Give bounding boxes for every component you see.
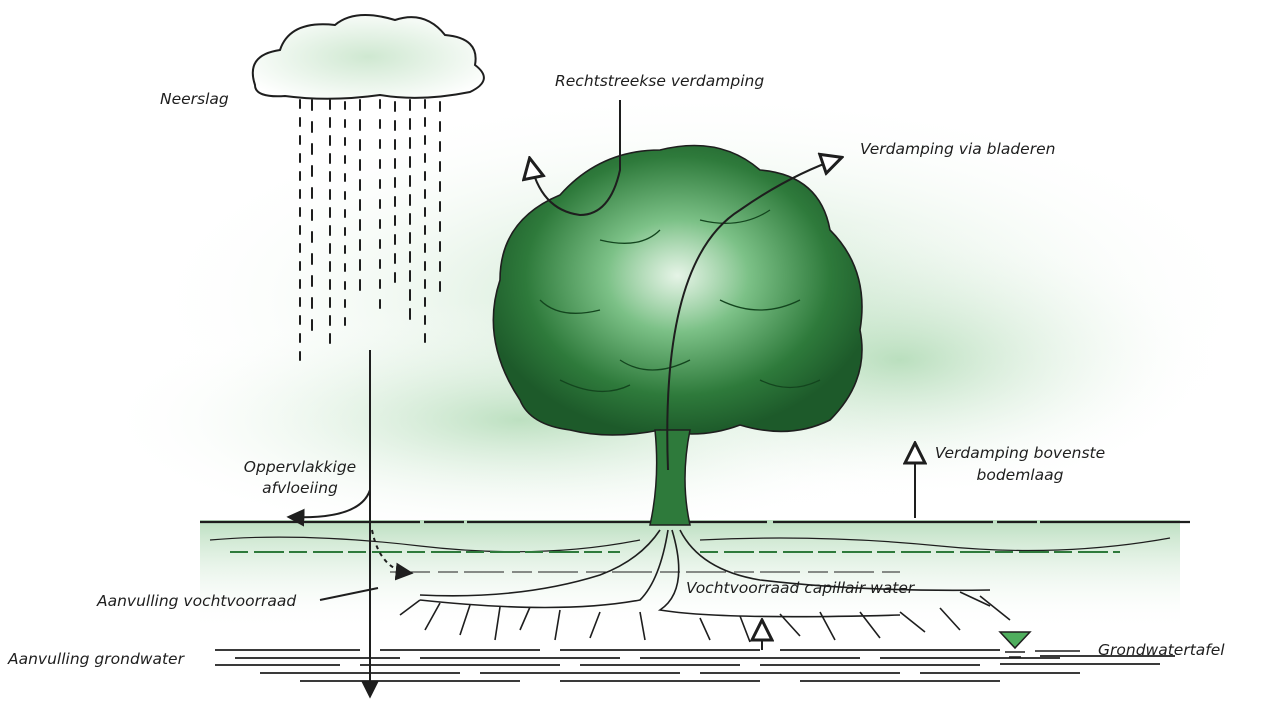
label-grondwatertafel: Grondwatertafel: [1098, 641, 1225, 660]
label-verdamping-bovenste-line1: Verdamping bovenste: [925, 444, 1115, 463]
label-aanvulling-grondwater: Aanvulling grondwater: [8, 650, 184, 669]
label-rechtstreekse-verdamping: Rechtstreekse verdamping: [555, 72, 764, 91]
label-verdamping-via-bladeren: Verdamping via bladeren: [860, 140, 1055, 159]
label-vochtvoorraad-capillair-water: Vochtvoorraad capillair water: [686, 579, 914, 598]
rain-cloud: [253, 15, 484, 99]
label-oppervlakkige-afvloeiing-line2: afvloeiing: [235, 479, 365, 498]
groundwater-lines: [215, 650, 1175, 681]
label-oppervlakkige-afvloeiing-line1: Oppervlakkige: [235, 458, 365, 477]
label-neerslag: Neerslag: [160, 90, 229, 109]
label-aanvulling-vochtvoorraad: Aanvulling vochtvoorraad: [97, 592, 296, 611]
label-verdamping-bovenste-line2: bodemlaag: [925, 466, 1115, 485]
groundwater-table-symbol: [1000, 632, 1080, 657]
